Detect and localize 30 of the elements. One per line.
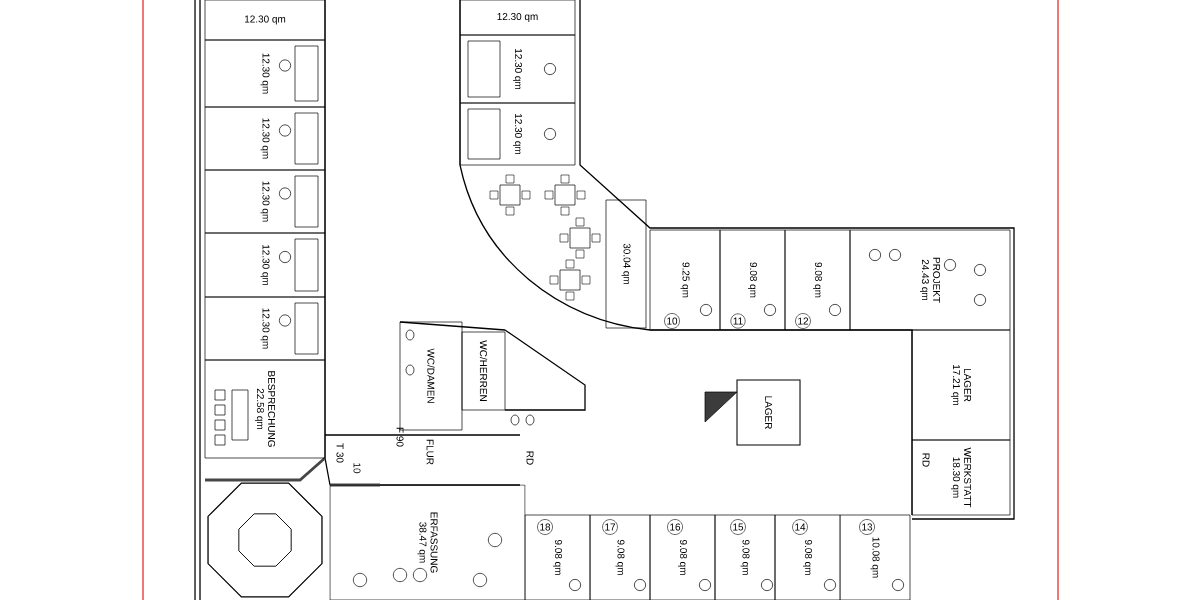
plan-label: RD [526, 451, 534, 465]
door-number: 14 [792, 519, 808, 535]
storage-box: LAGER [736, 379, 801, 446]
room: 30.04 qm [605, 199, 647, 329]
room: LAGER 17.21 qm [911, 329, 1011, 441]
room: 12.30 qm [459, 0, 576, 36]
door-number: 18 [537, 519, 553, 535]
door-number: 17 [602, 519, 618, 535]
room: 12.30 qm [204, 106, 326, 171]
room: 12.30 qm [459, 102, 576, 166]
room: 12.30 qm [204, 169, 326, 234]
room: ERFASSUNG 38.47 qm [329, 484, 526, 600]
plan-label: 10 [353, 463, 361, 474]
door-number: 13 [859, 519, 875, 535]
door-number: 11 [730, 313, 746, 329]
room: PROJEKT 24.43 qm [849, 229, 1011, 331]
plan-label: RD [922, 453, 930, 467]
room: 12.30 qm [204, 232, 326, 298]
door-number: 16 [667, 519, 683, 535]
room: 12.30 qm [204, 0, 326, 41]
room: 12.30 qm [459, 34, 576, 104]
room: WC/HERREN [461, 331, 506, 411]
room: 12.30 qm [204, 39, 326, 108]
room: 12.30 qm [204, 296, 326, 361]
room: BESPRECHUNG 22.58 qm [204, 359, 326, 459]
door-number: 15 [730, 519, 746, 535]
plan-label: FLUR [426, 439, 434, 465]
door-number: 12 [795, 313, 811, 329]
plan-label: T 30 [336, 443, 344, 463]
door-number: 10 [664, 313, 680, 329]
